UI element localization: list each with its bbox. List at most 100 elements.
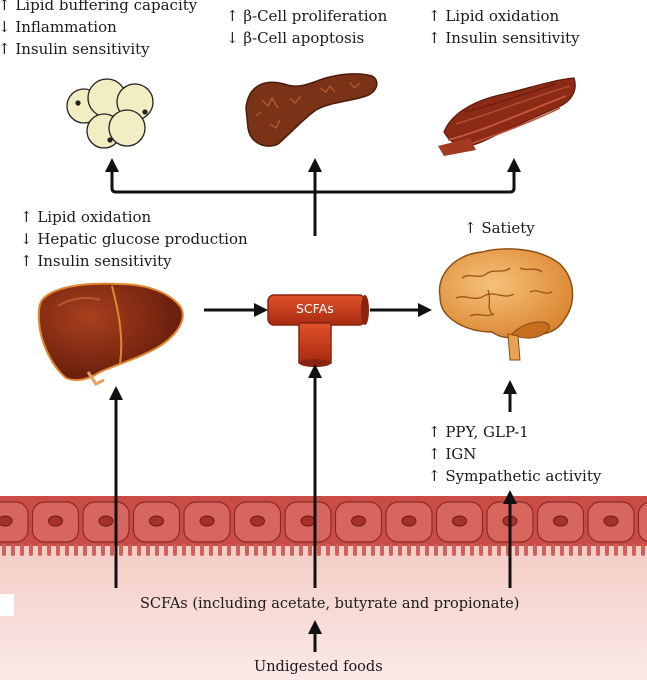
epithelial-cell: [637, 501, 647, 543]
microvillus: [209, 544, 213, 556]
intestine-illustration: [0, 496, 647, 680]
scfa-hub-label: SCFAs: [296, 301, 334, 316]
epithelial-cell: [0, 501, 29, 543]
scfa-hub-illustration: [267, 294, 369, 367]
microvillus: [398, 544, 402, 556]
microvillus: [191, 544, 195, 556]
microvillus: [272, 544, 276, 556]
microvillus: [605, 544, 609, 556]
microvillus: [641, 544, 645, 556]
microvillus: [416, 544, 420, 556]
microvillus: [569, 544, 573, 556]
microvillus: [362, 544, 366, 556]
microvillus: [335, 544, 339, 556]
microvillus: [29, 544, 33, 556]
microvillus: [74, 544, 78, 556]
microvillus: [263, 544, 267, 556]
cell-nucleus: [401, 515, 417, 527]
microvillus: [110, 544, 114, 556]
microvillus: [254, 544, 258, 556]
pathway-arrows: [110, 172, 516, 652]
microvillus: [38, 544, 42, 556]
microvillus: [101, 544, 105, 556]
microvillus: [65, 544, 69, 556]
microvillus: [533, 544, 537, 556]
microvillus: [551, 544, 555, 556]
pancreas-effects: ↑ β-Cell proliferation ↓ β-Cell apoptosi…: [226, 5, 387, 49]
intestine-caption: SCFAs (including acetate, butyrate and p…: [140, 596, 520, 612]
pancreas-illustration: [245, 73, 378, 147]
microvillus: [227, 544, 231, 556]
effect-line: ↑ Insulin sensitivity: [428, 29, 580, 47]
microvillus: [164, 544, 168, 556]
muscle-effects: ↑ Lipid oxidation ↑ Insulin sensitivity: [428, 5, 580, 49]
microvillus: [11, 544, 15, 556]
cell-nucleus: [149, 515, 164, 527]
arrow-heads: [105, 158, 521, 634]
microvillus: [578, 544, 582, 556]
adipose-tissue-illustration: [66, 78, 154, 149]
liver-illustration: [37, 282, 184, 386]
microvillus: [47, 544, 51, 556]
intestine-villi: [2, 544, 645, 556]
cell-nucleus: [452, 515, 467, 527]
microvillus: [524, 544, 528, 556]
microvillus: [119, 544, 123, 556]
microvillus: [155, 544, 159, 556]
microvillus: [407, 544, 411, 556]
adipose-effects: ↑ Lipid buffering capacity ↓ Inflammatio…: [0, 0, 197, 60]
microvillus: [461, 544, 465, 556]
microvillus: [479, 544, 483, 556]
microvillus: [542, 544, 546, 556]
microvillus: [434, 544, 438, 556]
intestine-gap: [0, 594, 14, 616]
microvillus: [236, 544, 240, 556]
microvillus: [20, 544, 24, 556]
microvillus: [425, 544, 429, 556]
microvillus: [344, 544, 348, 556]
effect-line: ↓ Inflammation: [0, 18, 117, 36]
cell-nucleus: [250, 515, 265, 527]
effect-line: ↑ Satiety: [464, 219, 535, 237]
microvillus: [299, 544, 303, 556]
microvillus: [443, 544, 447, 556]
effect-line: ↑ Lipid oxidation: [428, 7, 560, 25]
microvillus: [146, 544, 150, 556]
effect-line: ↑ Lipid buffering capacity: [0, 0, 198, 14]
microvillus: [290, 544, 294, 556]
effect-line: ↑ β-Cell proliferation: [226, 7, 388, 25]
microvillus: [218, 544, 222, 556]
microvillus: [200, 544, 204, 556]
microvillus: [308, 544, 312, 556]
intestine-cells: [0, 501, 647, 543]
microvillus: [128, 544, 132, 556]
microvillus: [488, 544, 492, 556]
muscle-illustration: [438, 77, 576, 156]
microvillus: [596, 544, 600, 556]
microvillus: [92, 544, 96, 556]
microvillus: [587, 544, 591, 556]
liver-effects: ↑ Lipid oxidation ↓ Hepatic glucose prod…: [20, 206, 248, 272]
brain-illustration: [438, 248, 574, 361]
cell-nucleus: [351, 515, 366, 527]
microvillus: [452, 544, 456, 556]
cell-nucleus: [199, 515, 215, 527]
microvillus: [2, 544, 6, 556]
microvillus: [326, 544, 330, 556]
arrow-distribution-bar: [110, 172, 516, 194]
microvillus: [353, 544, 357, 556]
microvillus: [137, 544, 141, 556]
effect-line: ↑ Insulin sensitivity: [20, 252, 172, 270]
microvillus: [281, 544, 285, 556]
effect-line: ↑ PPY, GLP-1: [428, 423, 529, 441]
effect-line: ↓ β-Cell apoptosis: [226, 29, 365, 47]
microvillus: [632, 544, 636, 556]
microvillus: [560, 544, 564, 556]
brain-effects: ↑ Satiety: [464, 217, 535, 239]
microvillus: [83, 544, 87, 556]
microvillus: [389, 544, 393, 556]
microvillus: [182, 544, 186, 556]
effect-line: ↑ IGN: [428, 445, 477, 463]
microvillus: [614, 544, 618, 556]
